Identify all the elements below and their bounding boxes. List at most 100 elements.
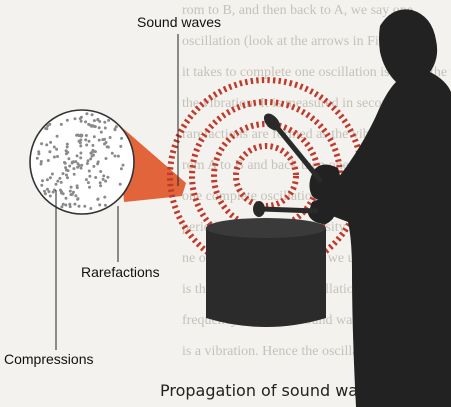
particle: [67, 157, 71, 161]
particle: [58, 176, 62, 180]
particle: [113, 154, 117, 158]
particle: [50, 172, 54, 176]
particle: [55, 147, 59, 151]
particle: [60, 205, 64, 209]
particle: [51, 190, 55, 194]
particle: [89, 207, 93, 210]
particle: [68, 205, 72, 209]
drum-head: [206, 218, 326, 238]
particle: [73, 202, 77, 206]
magnifier-circle: [29, 109, 135, 215]
particle: [66, 176, 69, 180]
particle: [99, 130, 103, 134]
particle: [35, 156, 39, 160]
particle: [110, 151, 114, 155]
particle: [85, 143, 89, 147]
particle: [74, 160, 78, 164]
particle: [79, 166, 83, 170]
particle: [45, 143, 49, 147]
particle: [85, 162, 89, 165]
background-text-line: oscillation (look at the arrows in Figur…: [182, 34, 425, 49]
particle: [75, 186, 79, 190]
particle: [92, 119, 96, 123]
particle: [98, 181, 102, 185]
particle: [114, 125, 118, 129]
particles: [35, 112, 125, 210]
particle: [96, 117, 100, 121]
particle: [46, 124, 50, 128]
particle: [79, 119, 83, 123]
magnifier-cone: [118, 124, 186, 202]
particle: [48, 122, 52, 126]
particle: [64, 168, 68, 172]
particle: [76, 197, 80, 201]
particle: [91, 148, 95, 152]
particle: [91, 124, 95, 128]
particle: [64, 203, 68, 207]
particle: [103, 137, 106, 141]
particle: [87, 122, 91, 126]
particle: [83, 204, 87, 208]
particle: [59, 180, 63, 184]
particle: [72, 172, 76, 176]
particle: [105, 145, 109, 149]
drum: [206, 218, 326, 327]
figure-caption: Propagation of sound waves: [160, 381, 386, 400]
particle: [55, 134, 59, 138]
particle: [97, 138, 101, 142]
particle: [48, 176, 52, 180]
particle: [64, 196, 68, 200]
particle: [66, 150, 70, 154]
particle: [96, 162, 100, 166]
particle: [56, 179, 60, 183]
particle: [54, 182, 58, 186]
particle: [68, 202, 72, 206]
particle: [70, 192, 74, 196]
mallet-lower-head: [253, 201, 265, 217]
particle: [79, 144, 83, 148]
particle: [72, 167, 76, 171]
particle: [41, 179, 44, 183]
particle: [87, 169, 91, 173]
particle: [46, 159, 50, 162]
particle: [70, 160, 74, 164]
particle: [84, 138, 88, 142]
person-hand-lower: [308, 199, 337, 224]
particle: [74, 194, 78, 198]
label-compressions: Compressions: [4, 351, 94, 367]
particle: [92, 153, 95, 157]
particle: [119, 167, 123, 171]
particle: [48, 150, 52, 154]
particle: [121, 163, 125, 167]
particle: [104, 157, 108, 160]
particle: [98, 203, 102, 207]
particle: [52, 155, 56, 159]
background-text-line: is a vibration. Hence the oscillat: [182, 344, 362, 359]
particle: [39, 162, 43, 166]
background-text-line: rom to B, and then back to A, we say one: [182, 3, 413, 18]
particle: [86, 181, 90, 185]
particle: [63, 161, 67, 165]
particle: [91, 143, 95, 147]
particle: [49, 140, 53, 144]
particle: [77, 204, 81, 208]
particle: [99, 184, 103, 188]
particle: [99, 170, 103, 173]
particle: [103, 203, 107, 207]
particle: [45, 127, 49, 131]
particle: [84, 134, 88, 137]
particle: [65, 173, 68, 177]
particle: [89, 157, 93, 161]
particle: [92, 135, 96, 139]
particle: [103, 126, 107, 130]
particle: [68, 189, 72, 193]
particle: [79, 156, 83, 160]
particle: [102, 174, 106, 178]
label-rarefactions: Rarefactions: [81, 264, 160, 280]
particle: [88, 185, 91, 189]
particle: [103, 195, 107, 199]
particle: [75, 154, 79, 158]
mallet-lower-stick: [259, 206, 319, 214]
particle: [76, 133, 80, 137]
background-text-line: the vibration. It is measured in seconds…: [182, 96, 404, 111]
